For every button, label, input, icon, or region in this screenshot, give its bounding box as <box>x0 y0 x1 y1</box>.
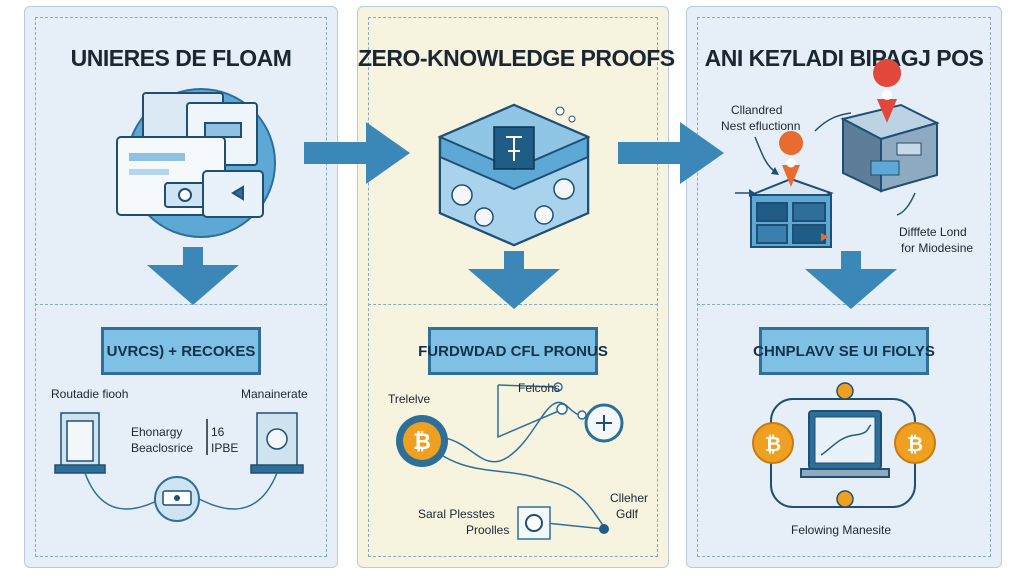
panel-middle-title: ZERO-KNOWLEDGE PROOFS <box>358 45 675 71</box>
server-icon <box>250 412 304 474</box>
panel-middle-art: ₿ <box>396 103 624 540</box>
panel-right-art: ₿ ₿ <box>735 59 940 508</box>
location-pin-icon <box>779 131 804 187</box>
label-cllandred: Cllandred <box>731 103 783 117</box>
label-difffete-lond: Difffete Lond <box>899 225 967 239</box>
label-manainerate: Manainerate <box>241 387 308 401</box>
server-icon <box>54 412 106 474</box>
label-trelelve: Trelelve <box>388 392 431 406</box>
label-nest-efluction: Nest efluctionn <box>721 119 801 133</box>
bitcoin-icon: ₿ <box>907 432 923 456</box>
panel-left-banner: UVRCS) + RECOKES <box>101 327 261 375</box>
label-felcohs: Felcohs <box>518 381 561 395</box>
panel-border <box>697 17 991 557</box>
laptop-icon <box>800 410 890 478</box>
panel-right-title: ANI KE7LADI BIPAGJ POS <box>704 45 984 71</box>
coin-small-top <box>836 382 854 400</box>
down-arrow-icon <box>805 251 897 309</box>
panel-divider <box>35 304 327 305</box>
bitcoin-coin-left <box>752 422 794 464</box>
storage-box-icon <box>748 177 834 248</box>
label-proolles: Proolles <box>466 523 510 537</box>
document-icon <box>116 92 264 218</box>
panel-border <box>368 17 658 557</box>
right-arrow-icon <box>304 122 410 184</box>
label-clleher: Clleher <box>610 491 649 505</box>
label-16: 16 <box>211 425 225 439</box>
location-pin-icon <box>873 59 902 123</box>
panel-middle: ZERO-KNOWLEDGE PROOFS ₿ <box>357 6 675 568</box>
coin-small-bottom <box>836 490 854 508</box>
label-for-miodesine: for Miodesine <box>901 241 974 255</box>
panel-left: UNIERES DE FLOAM <box>24 6 338 568</box>
label-ehonargy: Ehonargy <box>131 425 183 439</box>
label-felowing-manesite: Felowing Manesite <box>791 523 892 537</box>
down-arrow-icon <box>147 247 239 305</box>
down-arrow-icon <box>468 251 560 309</box>
label-gdlf: Gdlf <box>616 507 639 521</box>
panel-right: ANI KE7LADI BIPAGJ POS <box>686 6 1002 568</box>
right-arrow-icon <box>618 122 724 184</box>
label-ipbe: IPBE <box>211 441 239 455</box>
bitcoin-coin-right <box>894 422 936 464</box>
panel-middle-banner: FURDWDAD CFL PRONUS <box>418 327 608 375</box>
zk-box-icon <box>437 103 591 247</box>
storage-box-icon <box>840 103 940 193</box>
bitcoin-icon: ₿ <box>413 430 431 455</box>
panel-left-art <box>54 88 304 522</box>
bitcoin-icon: ₿ <box>765 432 781 456</box>
label-beaclosrice: Beaclosrice <box>131 441 194 455</box>
label-routadie: Routadie fiooh <box>51 387 129 401</box>
label-saral-plesstes: Saral Plesstes <box>418 507 495 521</box>
panel-right-banner: CHNPLAVV SE UI FIOLYS <box>753 327 935 375</box>
panel-border <box>35 17 327 557</box>
panel-left-title: UNIERES DE FLOAM <box>70 45 292 71</box>
panel-divider <box>697 304 991 305</box>
